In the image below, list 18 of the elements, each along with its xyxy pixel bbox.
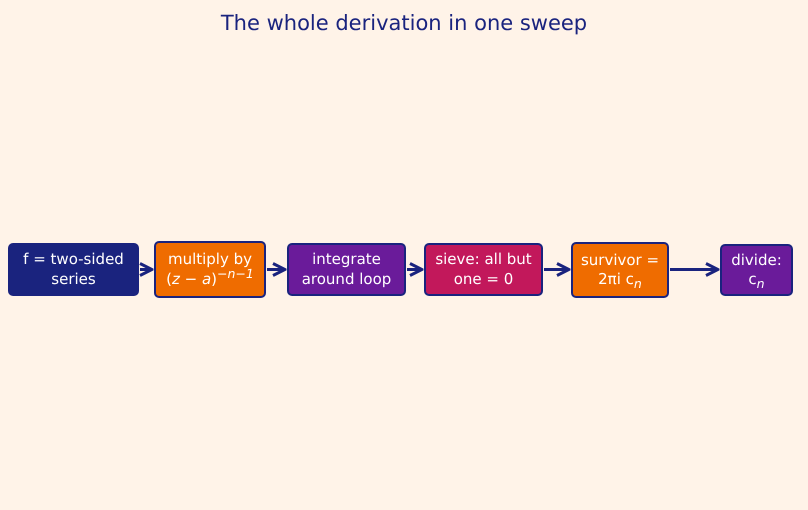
- box-text: survivor = 2πi c$_{n}$: [580, 250, 660, 290]
- process-box: [154, 241, 266, 298]
- diagram-title: The whole derivation in one sweep: [220, 11, 588, 35]
- arrow: [670, 262, 720, 277]
- process-box: [287, 243, 406, 296]
- arrow: [407, 262, 424, 277]
- process-box: [571, 242, 669, 298]
- box-text: integrate around loop: [300, 250, 392, 289]
- process-box: [424, 243, 543, 296]
- box-text: f = two-sided series: [22, 250, 125, 289]
- process-box: [720, 244, 793, 296]
- arrow: [138, 262, 154, 277]
- arrow: [267, 262, 286, 277]
- process-box: [8, 243, 139, 296]
- box-text: multiply by (z − a)$^{−n−1}$: [165, 250, 255, 289]
- box-text: sieve: all but one = 0: [434, 250, 533, 289]
- arrow: [544, 262, 570, 277]
- box-text: divide: c$_{n}$: [730, 250, 783, 290]
